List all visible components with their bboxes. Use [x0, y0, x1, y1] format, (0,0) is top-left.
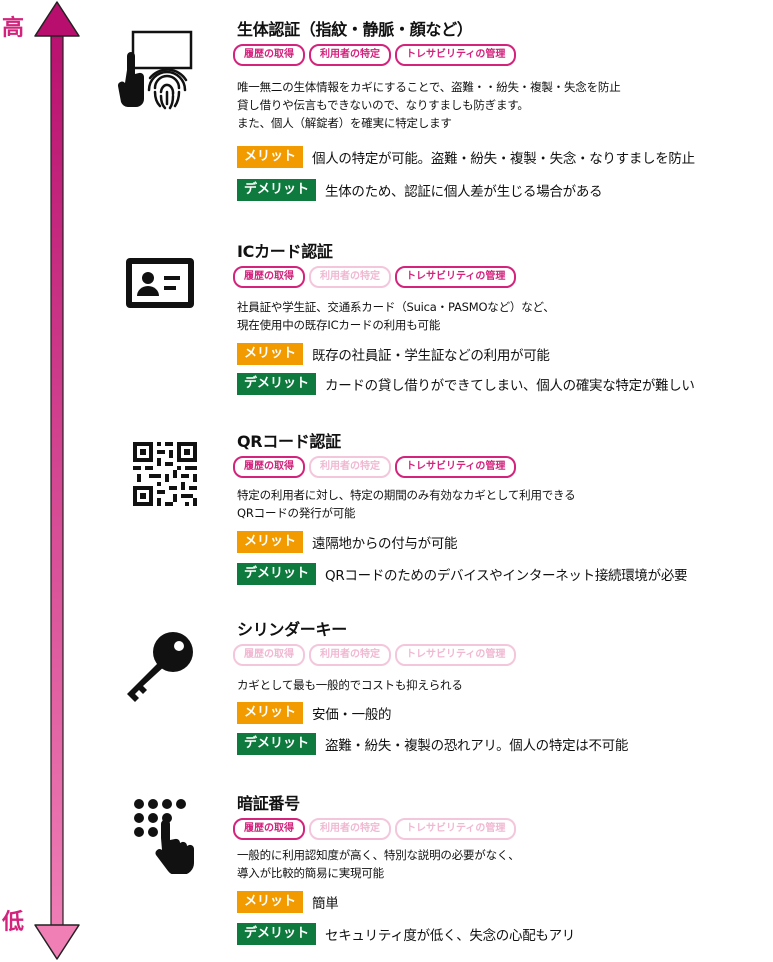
- id-card-icon: [126, 258, 194, 308]
- tag-traceability: トレサビリティの管理: [395, 266, 517, 288]
- merit-text: 遠隔地からの付与が可能: [312, 536, 458, 552]
- qr-code-icon: [133, 442, 197, 506]
- description-line: 唯一無二の生体情報をカギにすることで、盗難・・紛失・複製・失念を防止: [237, 80, 621, 94]
- tag-user-identification: 利用者の特定: [309, 44, 391, 66]
- demerit-text: 盗難・紛失・複製の恐れアリ。個人の特定は不可能: [325, 738, 629, 754]
- method-title: 暗証番号: [237, 794, 300, 813]
- demerit-badge: デメリット: [237, 179, 317, 201]
- fingerprint-touch-icon: [117, 30, 193, 110]
- method-description: 一般的に利用認知度が高く、特別な説明の必要がなく、 導入が比較的簡易に実現可能: [237, 846, 520, 882]
- capability-tags: 履歴の取得 利用者の特定 トレサビリティの管理: [233, 266, 517, 288]
- description-line: また、個人（解錠者）を確実に特定します: [237, 116, 452, 130]
- description-line: 貸し借りや伝言もできないので、なりすましも防ぎます。: [237, 98, 529, 112]
- demerit-badge: デメリット: [237, 373, 317, 395]
- demerit-badge: デメリット: [237, 923, 317, 945]
- demerit-badge: デメリット: [237, 563, 317, 585]
- tag-user-identification: 利用者の特定: [309, 644, 391, 666]
- tag-traceability: トレサビリティの管理: [395, 644, 517, 666]
- tag-history: 履歴の取得: [233, 266, 305, 288]
- demerit-text: カードの貸し借りができてしまい、個人の確実な特定が難しい: [325, 378, 695, 394]
- demerit-text: 生体のため、認証に個人差が生じる場合がある: [325, 184, 603, 200]
- method-title: QRコード認証: [237, 432, 341, 451]
- tag-history: 履歴の取得: [233, 456, 305, 478]
- merit-row: メリット 安価・一般的: [237, 702, 392, 724]
- description-line: 現在使用中の既存ICカードの利用も可能: [237, 318, 441, 332]
- method-description: 唯一無二の生体情報をカギにすることで、盗難・・紛失・複製・失念を防止 貸し借りや…: [237, 78, 621, 132]
- merit-row: メリット 遠隔地からの付与が可能: [237, 531, 458, 553]
- axis-high-label: 高: [2, 16, 25, 41]
- merit-text: 簡単: [312, 896, 339, 912]
- axis-low-label: 低: [2, 910, 25, 935]
- description-line: 一般的に利用認知度が高く、特別な説明の必要がなく、: [237, 848, 520, 862]
- merit-badge: メリット: [237, 702, 304, 724]
- axis-arrow-up: [34, 1, 80, 37]
- method-description: カギとして最も一般的でコストも抑えられる: [237, 676, 463, 694]
- merit-badge: メリット: [237, 531, 304, 553]
- description-line: 特定の利用者に対し、特定の期間のみ有効なカギとして利用できる: [237, 488, 576, 502]
- demerit-row: デメリット QRコードのためのデバイスやインターネット接続環境が必要: [237, 563, 688, 585]
- description-line: カギとして最も一般的でコストも抑えられる: [237, 678, 463, 692]
- method-title: 生体認証（指紋・静脈・顔など）: [237, 20, 473, 39]
- merit-badge: メリット: [237, 891, 304, 913]
- tag-history: 履歴の取得: [233, 644, 305, 666]
- description-line: QRコードの発行が可能: [237, 506, 356, 520]
- capability-tags: 履歴の取得 利用者の特定 トレサビリティの管理: [233, 456, 517, 478]
- description-line: 社員証や学生証、交通系カード（Suica・PASMOなど）など、: [237, 300, 555, 314]
- capability-tags: 履歴の取得 利用者の特定 トレサビリティの管理: [233, 818, 517, 840]
- merit-row: メリット 既存の社員証・学生証などの利用が可能: [237, 343, 550, 365]
- axis-arrow-down: [34, 924, 80, 960]
- method-description: 特定の利用者に対し、特定の期間のみ有効なカギとして利用できる QRコードの発行が…: [237, 486, 576, 522]
- merit-badge: メリット: [237, 146, 304, 168]
- merit-badge: メリット: [237, 343, 304, 365]
- tag-traceability: トレサビリティの管理: [395, 456, 517, 478]
- method-description: 社員証や学生証、交通系カード（Suica・PASMOなど）など、 現在使用中の既…: [237, 298, 555, 334]
- capability-tags: 履歴の取得 利用者の特定 トレサビリティの管理: [233, 44, 517, 66]
- demerit-row: デメリット セキュリティ度が低く、失念の心配もアリ: [237, 923, 575, 945]
- tag-traceability: トレサビリティの管理: [395, 44, 517, 66]
- demerit-text: QRコードのためのデバイスやインターネット接続環境が必要: [325, 568, 688, 584]
- method-title: ICカード認証: [237, 242, 333, 261]
- method-title: シリンダーキー: [237, 620, 347, 639]
- merit-text: 既存の社員証・学生証などの利用が可能: [312, 348, 550, 364]
- demerit-badge: デメリット: [237, 733, 317, 755]
- tag-traceability: トレサビリティの管理: [395, 818, 517, 840]
- merit-row: メリット 簡単: [237, 891, 339, 913]
- tag-user-identification: 利用者の特定: [309, 456, 391, 478]
- demerit-text: セキュリティ度が低く、失念の心配もアリ: [325, 928, 576, 944]
- merit-text: 安価・一般的: [312, 707, 392, 723]
- demerit-row: デメリット 盗難・紛失・複製の恐れアリ。個人の特定は不可能: [237, 733, 628, 755]
- tag-history: 履歴の取得: [233, 44, 305, 66]
- merit-text: 個人の特定が可能。盗難・紛失・複製・失念・なりすましを防止: [312, 151, 695, 167]
- demerit-row: デメリット カードの貸し借りができてしまい、個人の確実な特定が難しい: [237, 373, 695, 395]
- tag-history: 履歴の取得: [233, 818, 305, 840]
- tag-user-identification: 利用者の特定: [309, 818, 391, 840]
- description-line: 導入が比較的簡易に実現可能: [237, 866, 384, 880]
- merit-row: メリット 個人の特定が可能。盗難・紛失・複製・失念・なりすましを防止: [237, 146, 695, 168]
- keypad-touch-icon: [134, 799, 195, 874]
- key-icon: [127, 632, 193, 702]
- axis-shaft: [50, 19, 64, 943]
- capability-tags: 履歴の取得 利用者の特定 トレサビリティの管理: [233, 644, 517, 666]
- tag-user-identification: 利用者の特定: [309, 266, 391, 288]
- demerit-row: デメリット 生体のため、認証に個人差が生じる場合がある: [237, 179, 603, 201]
